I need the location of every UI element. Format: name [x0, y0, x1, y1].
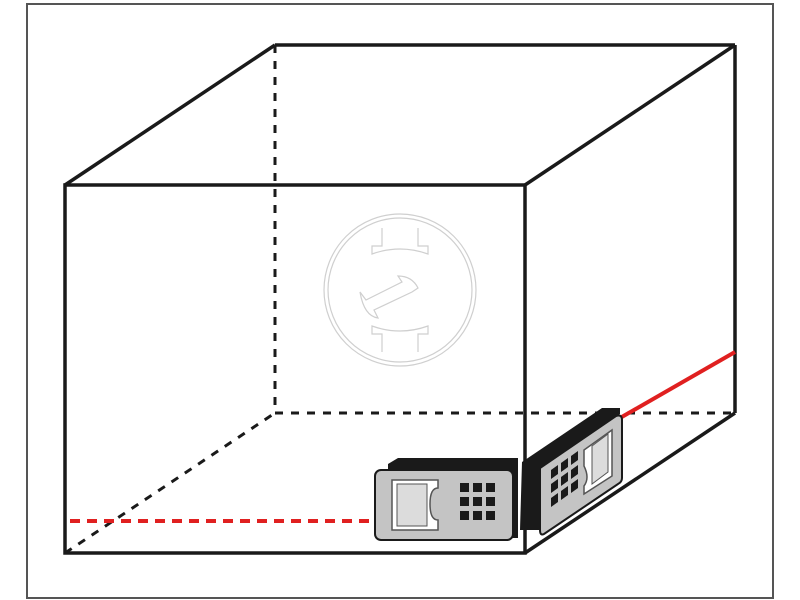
visible-edges [63, 43, 737, 555]
laser-distance-meter-front-icon [374, 458, 518, 541]
laser-distance-meter-side-icon [520, 408, 623, 536]
frame-border [26, 3, 774, 599]
watermark-logo [323, 213, 477, 367]
dashed-hidden-edges [64, 45, 735, 555]
front-face [63, 183, 527, 555]
laser-beam-side [619, 350, 736, 420]
bottom-left-depth-edge [64, 411, 276, 555]
